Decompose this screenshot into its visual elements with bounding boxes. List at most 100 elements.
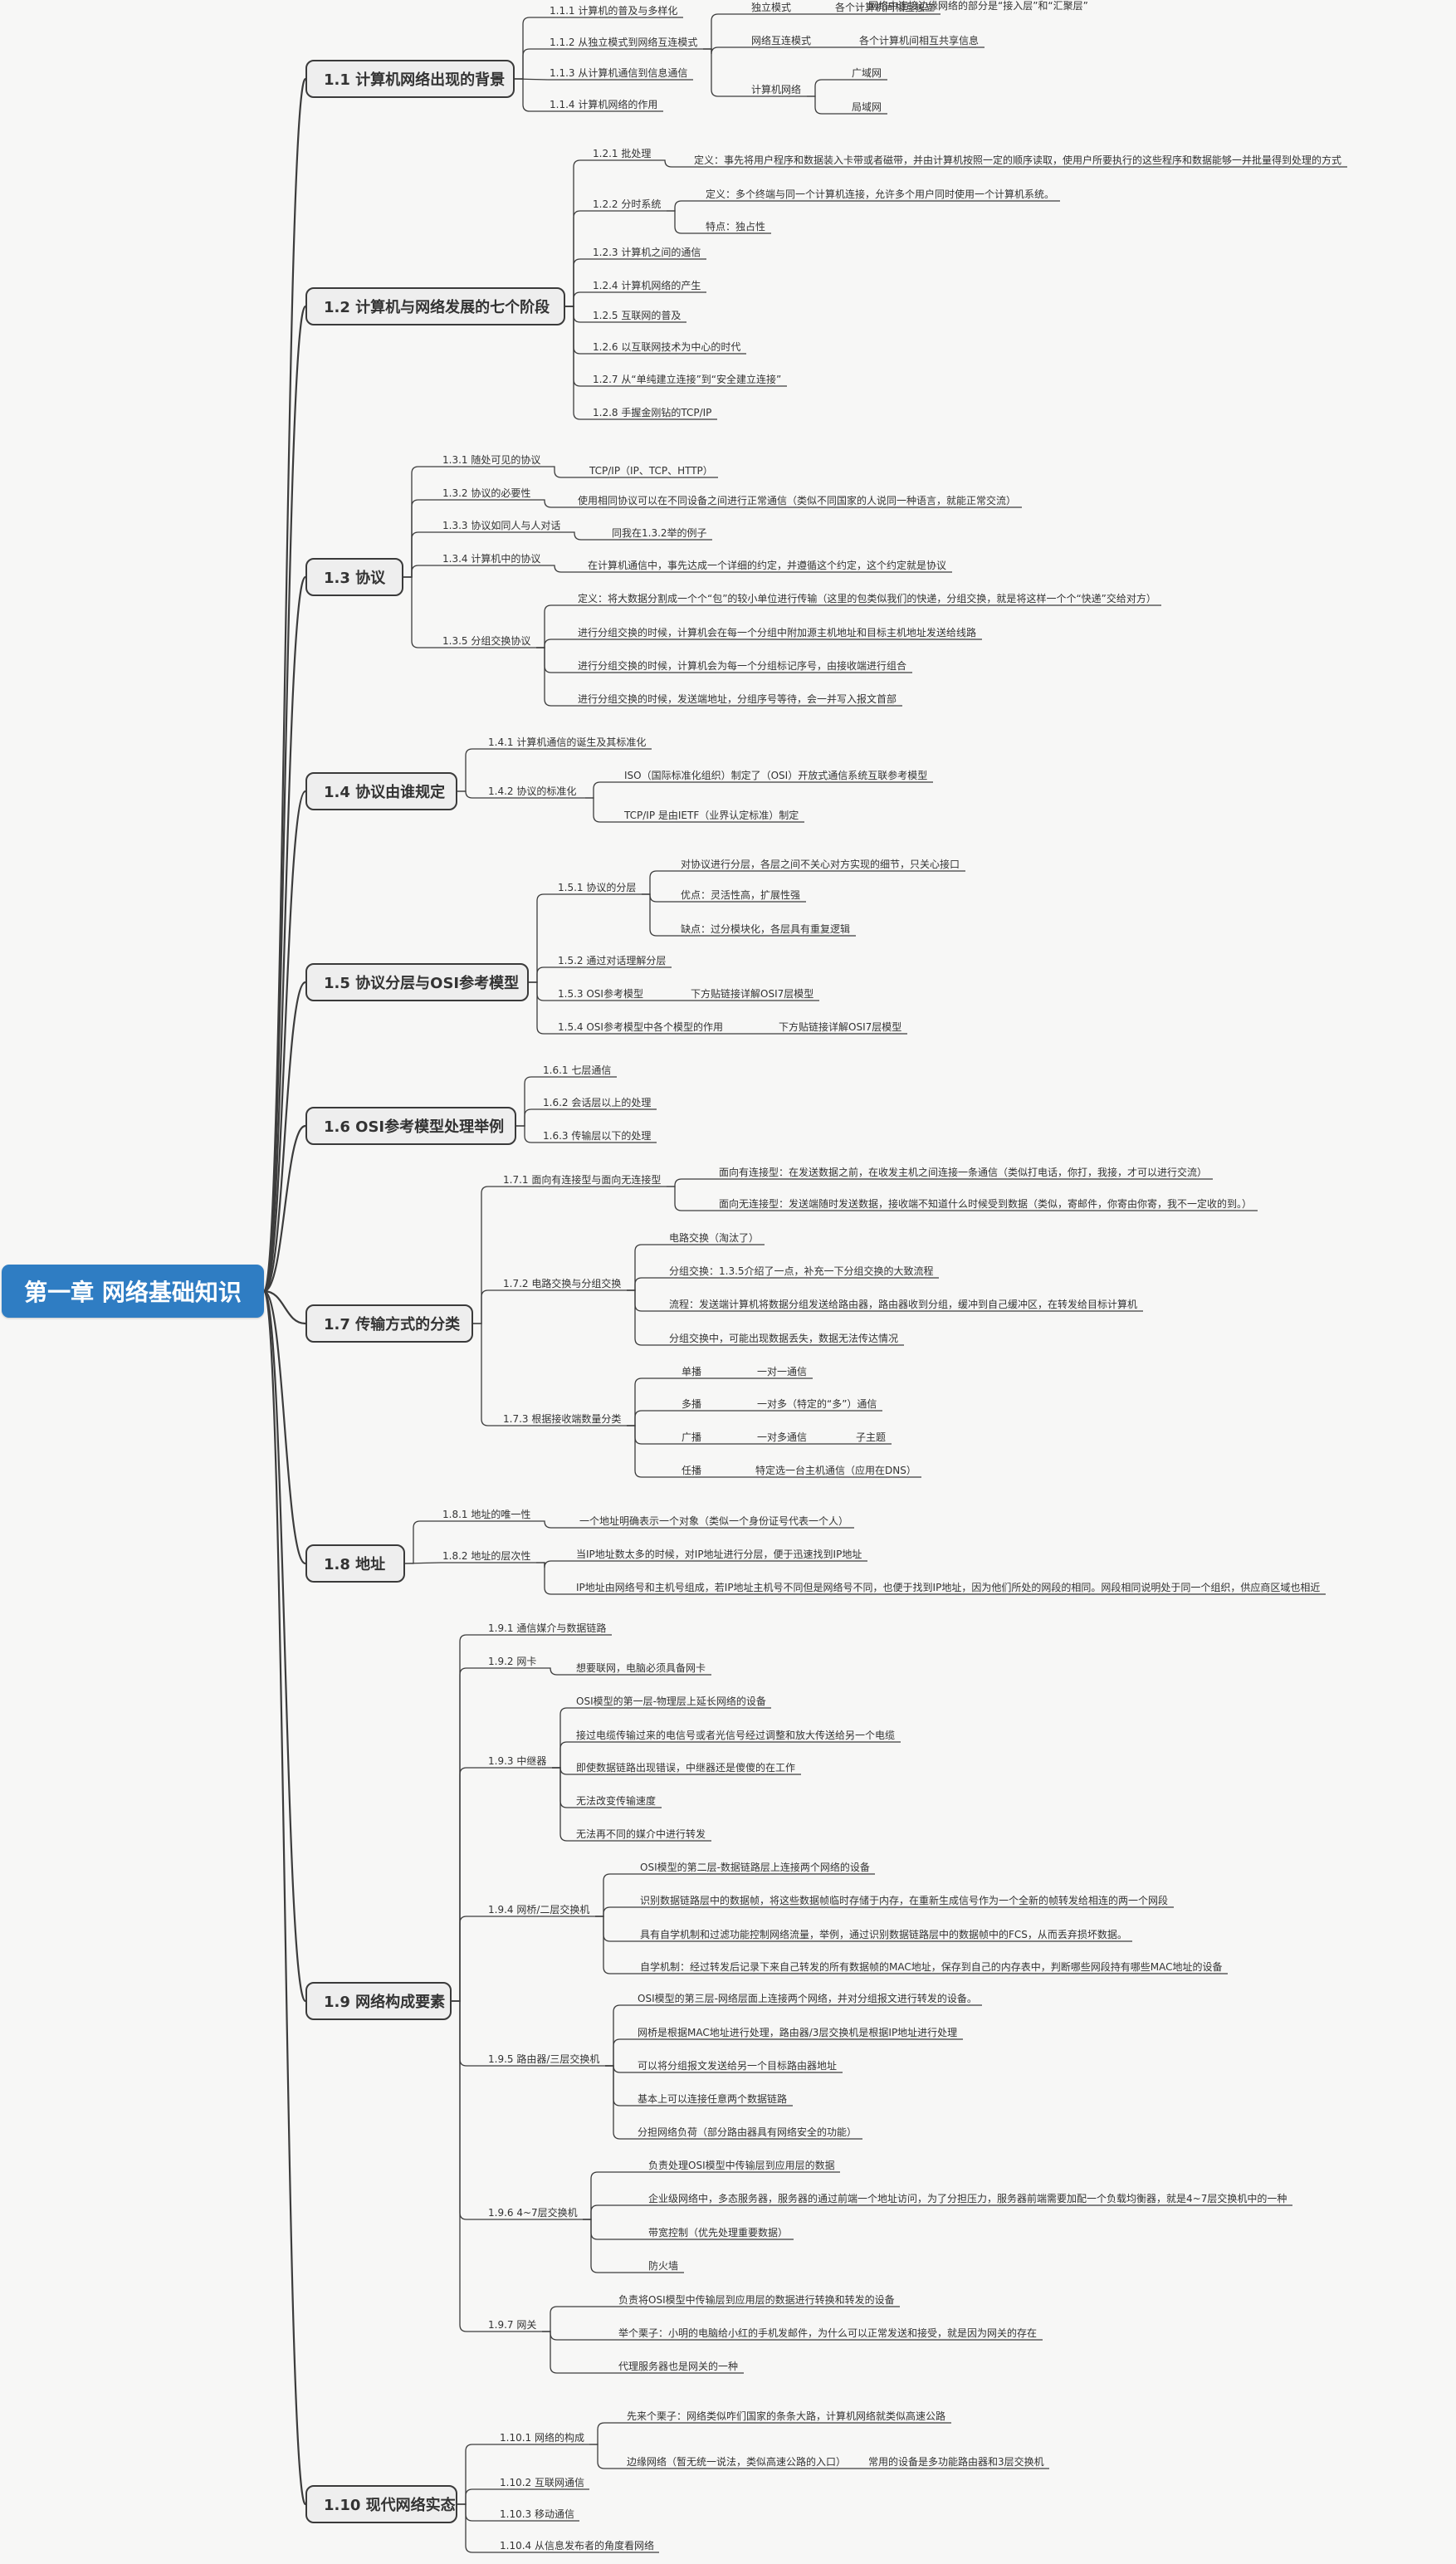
subtopic-item[interactable]: 先来个栗子：网络类似咋们国家的条条大路，计算机网络就类似高速公路 — [627, 2410, 946, 2422]
root-node[interactable]: 第一章 网络基础知识 — [2, 1265, 264, 1318]
detail-item[interactable]: 一对多（特定的“多”）通信 — [757, 1398, 877, 1410]
subtopic-item[interactable]: 在计算机通信中，事先达成一个详细的约定，并遵循这个约定，这个约定就是协议 — [588, 560, 947, 571]
subtopic-item[interactable]: 下方贴链接详解OSI7层模型 — [691, 988, 814, 1000]
subtopic-item[interactable]: 对协议进行分层，各层之间不关心对方实现的细节，只关心接口 — [681, 859, 960, 870]
topic-item[interactable]: 1.2.7 从“单纯建立连接”到“安全建立连接” — [593, 374, 782, 385]
subtopic-item[interactable]: 缺点：过分模块化，各层具有重复逻辑 — [681, 923, 851, 935]
topic-item[interactable]: 1.9.3 中继器 — [488, 1755, 547, 1767]
detail-item[interactable]: 子主题 — [856, 1431, 887, 1443]
subtopic-item[interactable]: 独立模式 — [751, 2, 792, 13]
section-node[interactable]: 1.6 OSI参考模型处理举例 — [305, 1107, 516, 1145]
topic-item[interactable]: 1.2.6 以互联网技术为中心的时代 — [593, 341, 741, 353]
topic-item[interactable]: 1.10.3 移动通信 — [500, 2508, 574, 2520]
section-node[interactable]: 1.9 网络构成要素 — [305, 1982, 452, 2020]
subtopic-item[interactable]: 进行分组交换的时候，计算机会为每一个分组标记序号，由接收端进行组合 — [578, 660, 907, 672]
subtopic-item[interactable]: 一个地址明确表示一个对象（类似一个身份证号代表一个人） — [579, 1515, 849, 1527]
subtopic-item[interactable]: 当IP地址数太多的时候，对IP地址进行分层，便于迅速找到IP地址 — [576, 1549, 862, 1560]
topic-item[interactable]: 1.2.3 计算机之间的通信 — [593, 247, 701, 258]
subtopic-item[interactable]: 带宽控制（优先处理重要数据） — [648, 2227, 789, 2239]
subtopic-item[interactable]: 特点：独占性 — [706, 221, 766, 232]
subtopic-item[interactable]: 接过电缆传输过来的电信号或者光信号经过调整和放大传送给另一个电缆 — [576, 1730, 896, 1741]
detail-item[interactable]: 广域网 — [852, 67, 882, 79]
topic-item[interactable]: 1.4.1 计算机通信的诞生及其标准化 — [488, 736, 647, 748]
detail-item[interactable]: 各个计算机间相互独立 — [835, 2, 936, 13]
section-node[interactable]: 1.10 现代网络实态 — [305, 2485, 457, 2523]
subtopic-item[interactable]: 电路交换（淘汰了） — [669, 1232, 760, 1244]
topic-item[interactable]: 1.10.1 网络的构成 — [500, 2432, 584, 2444]
detail-item[interactable]: 一对多通信 — [757, 1431, 808, 1443]
topic-item[interactable]: 1.3.3 协议如同人与人对话 — [442, 520, 561, 531]
topic-item[interactable]: 1.8.1 地址的唯一性 — [442, 1509, 531, 1520]
subtopic-item[interactable]: 分组交换中，可能出现数据丢失，数据无法传达情况 — [669, 1333, 899, 1344]
topic-item[interactable]: 1.2.4 计算机网络的产生 — [593, 280, 701, 291]
subtopic-item[interactable]: 定义：将大数据分割成一个个“包”的较小单位进行传输（这里的包类似我们的快递，分组… — [578, 593, 1156, 604]
topic-item[interactable]: 1.3.5 分组交换协议 — [442, 635, 531, 647]
subtopic-item[interactable]: 定义：事先将用户程序和数据装入卡带或者磁带，并由计算机按照一定的顺序读取，使用户… — [694, 154, 1342, 166]
topic-item[interactable]: 1.9.4 网桥/二层交换机 — [488, 1904, 590, 1916]
topic-item[interactable]: 1.2.5 互联网的普及 — [593, 310, 682, 321]
detail-item[interactable]: 网络中连接边缘网络的部分是“接入层”和“汇聚层” — [868, 0, 1088, 12]
subtopic-item[interactable]: TCP/IP 是由IETF（业界认定标准）制定 — [624, 810, 799, 821]
subtopic-item[interactable]: IP地址由网络号和主机号组成，若IP地址主机号不同但是网络号不同，也便于找到IP… — [576, 1582, 1321, 1593]
section-node[interactable]: 1.5 协议分层与OSI参考模型 — [305, 963, 529, 1001]
topic-item[interactable]: 1.8.2 地址的层次性 — [442, 1550, 531, 1562]
subtopic-item[interactable]: 同我在1.3.2举的例子 — [612, 527, 707, 539]
topic-item[interactable]: 1.9.2 网卡 — [488, 1656, 537, 1667]
subtopic-item[interactable]: 进行分组交换的时候，计算机会在每一个分组中附加源主机地址和目标主机地址发送给线路 — [578, 627, 977, 639]
subtopic-item[interactable]: 无法改变传输速度 — [576, 1795, 657, 1807]
subtopic-item[interactable]: 即使数据链路出现错误，中继器还是傻傻的在工作 — [576, 1762, 796, 1774]
topic-item[interactable]: 1.6.1 七层通信 — [543, 1064, 612, 1076]
subtopic-item[interactable]: 具有自学机制和过滤功能控制网络流量，举例，通过识别数据链路层中的数据帧中的FCS… — [640, 1929, 1127, 1940]
subtopic-item[interactable]: 可以将分组报文发送给另一个目标路由器地址 — [638, 2060, 838, 2072]
subtopic-item[interactable]: 定义：多个终端与同一个计算机连接，允许多个用户同时使用一个计算机系统。 — [706, 188, 1055, 200]
section-node[interactable]: 1.8 地址 — [305, 1544, 405, 1583]
subtopic-item[interactable]: 单播 — [682, 1366, 702, 1377]
subtopic-item[interactable]: 基本上可以连接任意两个数据链路 — [638, 2093, 788, 2105]
subtopic-item[interactable]: 边缘网络（暂无统一说法，类似高速公路的入口） — [627, 2456, 847, 2468]
subtopic-item[interactable]: 优点：灵活性高，扩展性强 — [681, 889, 801, 901]
topic-item[interactable]: 1.6.2 会话层以上的处理 — [543, 1097, 652, 1108]
section-node[interactable]: 1.4 协议由谁规定 — [305, 772, 457, 810]
detail-item[interactable]: 常用的设备是多功能路由器和3层交换机 — [868, 2456, 1044, 2468]
detail-item[interactable]: 特定选一台主机通信（应用在DNS） — [755, 1465, 916, 1476]
topic-item[interactable]: 1.9.7 网关 — [488, 2319, 537, 2331]
topic-item[interactable]: 1.9.1 通信媒介与数据链路 — [488, 1622, 607, 1634]
topic-item[interactable]: 1.7.2 电路交换与分组交换 — [503, 1278, 622, 1289]
detail-item[interactable]: 各个计算机间相互共享信息 — [859, 35, 980, 46]
topic-item[interactable]: 1.9.6 4~7层交换机 — [488, 2207, 578, 2219]
topic-item[interactable]: 1.3.4 计算机中的协议 — [442, 553, 541, 565]
subtopic-item[interactable]: 分组交换：1.3.5介绍了一点，补充一下分组交换的大致流程 — [669, 1265, 934, 1277]
topic-item[interactable]: 1.7.3 根据接收端数量分类 — [503, 1413, 622, 1425]
topic-item[interactable]: 1.3.2 协议的必要性 — [442, 487, 531, 499]
section-node[interactable]: 1.2 计算机与网络发展的七个阶段 — [305, 287, 565, 325]
topic-item[interactable]: 1.10.2 互联网通信 — [500, 2477, 584, 2488]
topic-item[interactable]: 1.1.1 计算机的普及与多样化 — [550, 5, 678, 17]
topic-item[interactable]: 1.5.3 OSI参考模型 — [558, 988, 643, 1000]
subtopic-item[interactable]: 防火墙 — [648, 2260, 679, 2272]
subtopic-item[interactable]: 面向无连接型：发送端随时发送数据，接收端不知道什么时候受到数据（类似，寄邮件，你… — [719, 1198, 1253, 1210]
subtopic-item[interactable]: 网桥是根据MAC地址进行处理，路由器/3层交换机是根据IP地址进行处理 — [638, 2027, 958, 2038]
topic-item[interactable]: 1.2.1 批处理 — [593, 148, 652, 159]
topic-item[interactable]: 1.1.3 从计算机通信到信息通信 — [550, 67, 688, 79]
subtopic-item[interactable]: OSI模型的第二层-数据链路层上连接两个网络的设备 — [640, 1862, 870, 1873]
subtopic-item[interactable]: 企业级网络中，多态服务器，服务器的通过前端一个地址访问，为了分担压力，服务器前端… — [648, 2193, 1287, 2204]
subtopic-item[interactable]: 网络互连模式 — [751, 35, 812, 46]
topic-item[interactable]: 1.1.2 从独立模式到网络互连模式 — [550, 37, 698, 48]
subtopic-item[interactable]: 下方贴链接详解OSI7层模型 — [779, 1021, 902, 1033]
subtopic-item[interactable]: 识别数据链路层中的数据帧，将这些数据帧临时存储于内存，在重新生成信号作为一个全新… — [640, 1895, 1169, 1906]
section-node[interactable]: 1.1 计算机网络出现的背景 — [305, 60, 515, 98]
subtopic-item[interactable]: 面向有连接型：在发送数据之前，在收发主机之间连接一条通信（类似打电话，你打，我接… — [719, 1167, 1208, 1178]
subtopic-item[interactable]: 负责将OSI模型中传输层到应用层的数据进行转换和转发的设备 — [618, 2294, 895, 2306]
subtopic-item[interactable]: 使用相同协议可以在不同设备之间进行正常通信（类似不同国家的人说同一种语言，就能正… — [578, 495, 1017, 506]
topic-item[interactable]: 1.5.2 通过对话理解分层 — [558, 955, 667, 966]
topic-item[interactable]: 1.3.1 随处可见的协议 — [442, 454, 541, 466]
topic-item[interactable]: 1.2.8 手握金刚钻的TCP/IP — [593, 407, 712, 418]
subtopic-item[interactable]: 自学机制：经过转发后记录下来自己转发的所有数据帧的MAC地址，保存到自己的内存表… — [640, 1961, 1223, 1973]
topic-item[interactable]: 1.2.2 分时系统 — [593, 198, 662, 210]
subtopic-item[interactable]: 计算机网络 — [751, 84, 802, 95]
section-node[interactable]: 1.7 传输方式的分类 — [305, 1304, 473, 1343]
subtopic-item[interactable]: 流程：发送端计算机将数据分组发送给路由器，路由器收到分组，缓冲到自己缓冲区，在转… — [669, 1299, 1138, 1310]
subtopic-item[interactable]: 代理服务器也是网关的一种 — [618, 2361, 739, 2372]
subtopic-item[interactable]: ISO（国际标准化组织）制定了（OSI）开放式通信系统互联参考模型 — [624, 770, 928, 781]
subtopic-item[interactable]: 负责处理OSI模型中传输层到应用层的数据 — [648, 2160, 835, 2171]
